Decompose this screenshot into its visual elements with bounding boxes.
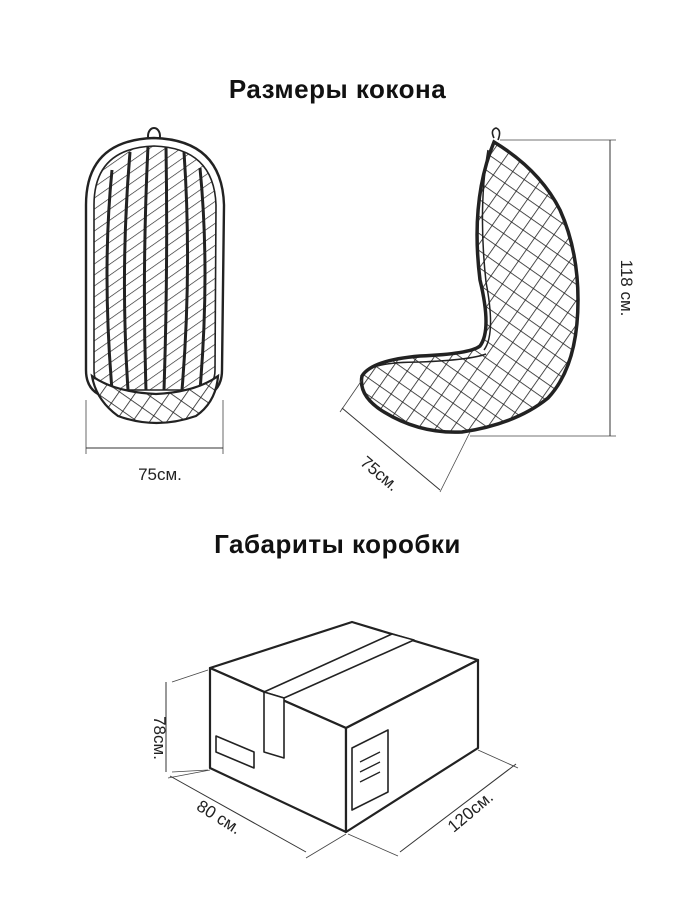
box-width-label: 80 см.	[193, 796, 244, 838]
depth-label: 75см.	[357, 452, 403, 495]
height-label: 118 см.	[617, 260, 636, 317]
box-dimensions-title: Габариты коробки	[214, 529, 461, 559]
side-hook	[491, 127, 501, 141]
cocoon-front-view: 75см.	[84, 127, 226, 484]
box-tape-side	[263, 691, 285, 759]
box-length-dimension-line	[399, 763, 517, 853]
box-shipping-label	[351, 729, 389, 811]
cocoon-side-view: 118 см. 75см.	[339, 127, 636, 495]
depth-dimension-line	[341, 407, 441, 491]
front-width-label: 75см.	[138, 465, 182, 484]
cocoon-seat	[90, 373, 220, 425]
cocoon-side-body	[359, 139, 580, 434]
box-height-label: 78см.	[150, 716, 169, 760]
shipping-box	[208, 620, 480, 834]
box-width-dimension-line	[169, 775, 307, 853]
cocoon-dimensions-title: Размеры кокона	[228, 74, 447, 104]
box-length-label: 120см.	[444, 787, 497, 836]
box-small-label	[215, 735, 255, 769]
